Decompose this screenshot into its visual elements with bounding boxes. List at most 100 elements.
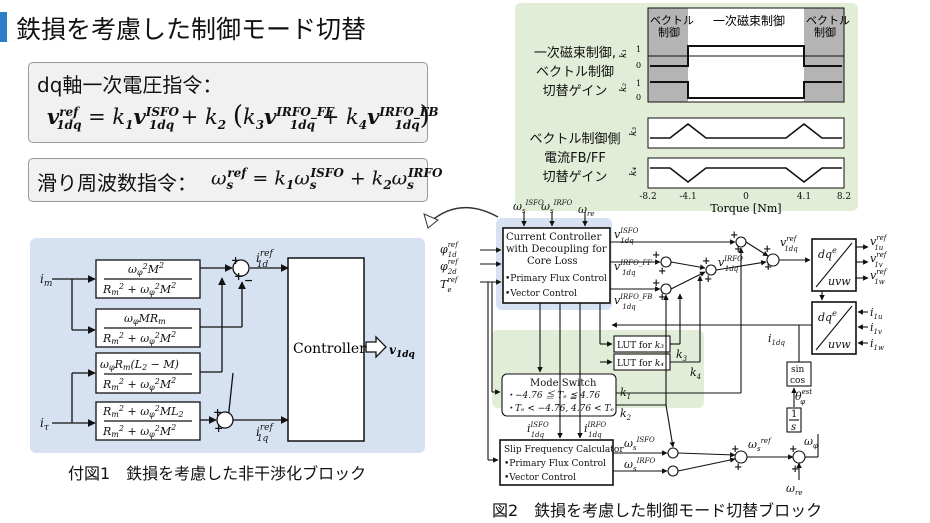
svg-text:vIRFO_FF1dq: vIRFO_FF1dq [614,259,653,277]
svg-text:uvw: uvw [828,275,851,288]
svg-text:+: + [734,244,742,255]
fig1-input-itau: iτ [40,416,50,433]
svg-text:s: s [791,422,796,433]
svg-text:・−4.76 ≦ Tₑ ≦ 4.76: ・−4.76 ≦ Tₑ ≦ 4.76 [506,390,600,401]
svg-text:-8.2: -8.2 [639,192,656,202]
svg-text:+: + [234,270,243,283]
svg-text:vref1dq: vref1dq [780,235,798,253]
slip-equation-box: 滑り周波数指令： ωsref = k1ωsISFO + k2ωsIRFO [28,158,443,202]
svg-text:ωre: ωre [786,482,802,497]
svg-text:+: + [214,422,223,435]
svg-text:•Vector Control: •Vector Control [505,289,577,299]
svg-text:+: + [764,262,772,273]
svg-text:k₄: k₄ [629,167,639,176]
svg-text:sin: sin [791,365,804,375]
gain-chart-xlabel: Torque [Nm] [710,202,781,215]
fig2-caption: 図2 鉄損を考慮した制御モード切替ブロック [492,501,823,520]
gain-group1-label: 一次磁束制御,ベクトル制御切替ゲイン [533,46,617,99]
svg-text:uvw: uvw [828,338,851,351]
svg-text:with Decoupling for: with Decoupling for [506,244,607,255]
svg-text:ωsIRFO: ωsIRFO [541,199,572,215]
svg-text:・Tₑ < −4.76, 4.76 < Tₑ: ・Tₑ < −4.76, 4.76 < Tₑ [506,404,614,414]
svg-text:+: + [231,254,240,267]
svg-text:+: + [734,462,742,473]
svg-text:Core Loss: Core Loss [527,256,577,267]
svg-text:0: 0 [636,93,641,102]
svg-text:+: + [702,256,710,267]
svg-text:cos: cos [790,376,805,386]
svg-text:制御: 制御 [658,25,680,39]
svg-text:k₃: k₃ [629,127,639,136]
svg-text:•Vector Control: •Vector Control [504,473,576,483]
svg-text:k₂: k₂ [619,83,629,92]
svg-text:i1v: i1v [870,321,882,336]
svg-text:1: 1 [791,409,797,420]
svg-text:8.2: 8.2 [837,192,851,202]
svg-text:−: − [244,274,253,287]
voltage-equation-formula: vref1dq = k1vISFO1dq + k2 (k3vIRFO_FF1dq… [47,101,439,133]
svg-text:+: + [652,250,660,261]
svg-text:vIRFO_FB1dq: vIRFO_FB1dq [614,293,652,311]
svg-text:i1w: i1w [870,337,884,352]
svg-text:Mode Switch: Mode Switch [530,378,597,389]
svg-text:+: + [658,266,666,277]
svg-text:i1dq: i1dq [768,332,785,347]
svg-text:+: + [791,464,799,475]
svg-text:+: + [652,278,660,289]
svg-text:+: + [763,244,771,255]
fig1-caption: 付図1 鉄損を考慮した非干渉化ブロック [68,464,367,483]
title-accent-bar [0,12,7,42]
svg-text:ωφ: ωφ [804,435,818,450]
svg-text:+: + [213,406,222,419]
svg-text:+: + [731,444,739,455]
voltage-equation-label: dq軸一次電圧指令： [37,73,223,97]
svg-text:+: + [730,230,738,241]
svg-text:•Primary Flux Control: •Primary Flux Control [505,274,607,284]
svg-text:ベクトル: ベクトル [806,14,850,27]
svg-text:k4: k4 [690,366,701,381]
svg-text:Current Controller: Current Controller [506,232,601,243]
voltage-equation-box: dq軸一次電圧指令： vref1dq = k1vISFO1dq + k2 (k3… [28,62,439,143]
svg-text:ωsISFO: ωsISFO [624,436,655,452]
fig1-controller-label: Controller [293,341,366,357]
svg-text:LUT for k₃: LUT for k₃ [617,341,664,351]
slip-equation-label: 滑り周波数指令： [37,171,197,195]
slip-equation-formula: ωsref = k1ωsISFO + k2ωsIRFO [211,166,443,193]
svg-text:制御: 制御 [814,25,836,39]
svg-text:-4.1: -4.1 [679,192,696,202]
svg-text:k1: k1 [620,386,631,401]
svg-text:ωre: ωre [578,203,594,218]
svg-text:k2: k2 [620,407,632,422]
svg-text:•Primary Flux Control: •Primary Flux Control [504,459,606,469]
svg-text:4.1: 4.1 [797,192,811,202]
svg-text:ωφRm(L2 − M): ωφRm(L2 − M) [100,358,179,372]
svg-text:+: + [658,292,666,303]
svg-text:+: + [704,274,712,285]
svg-text:1: 1 [636,45,641,54]
svg-text:ωsref: ωsref [748,437,772,453]
svg-text:Slip Frequency Calculator: Slip Frequency Calculator [504,445,624,455]
svg-text:i1u: i1u [870,306,883,321]
svg-text:1: 1 [636,79,641,88]
svg-text:ωsISFO: ωsISFO [513,199,544,215]
svg-text:LUT for k₄: LUT for k₄ [617,359,664,369]
svg-text:一次磁束制御: 一次磁束制御 [713,13,785,28]
svg-text:k₁: k₁ [619,49,629,58]
svg-text:0: 0 [743,192,749,202]
svg-text:ベクトル: ベクトル [650,14,694,27]
page-title: 鉄損を考慮した制御モード切替 [16,15,367,44]
svg-text:0: 0 [636,61,641,70]
